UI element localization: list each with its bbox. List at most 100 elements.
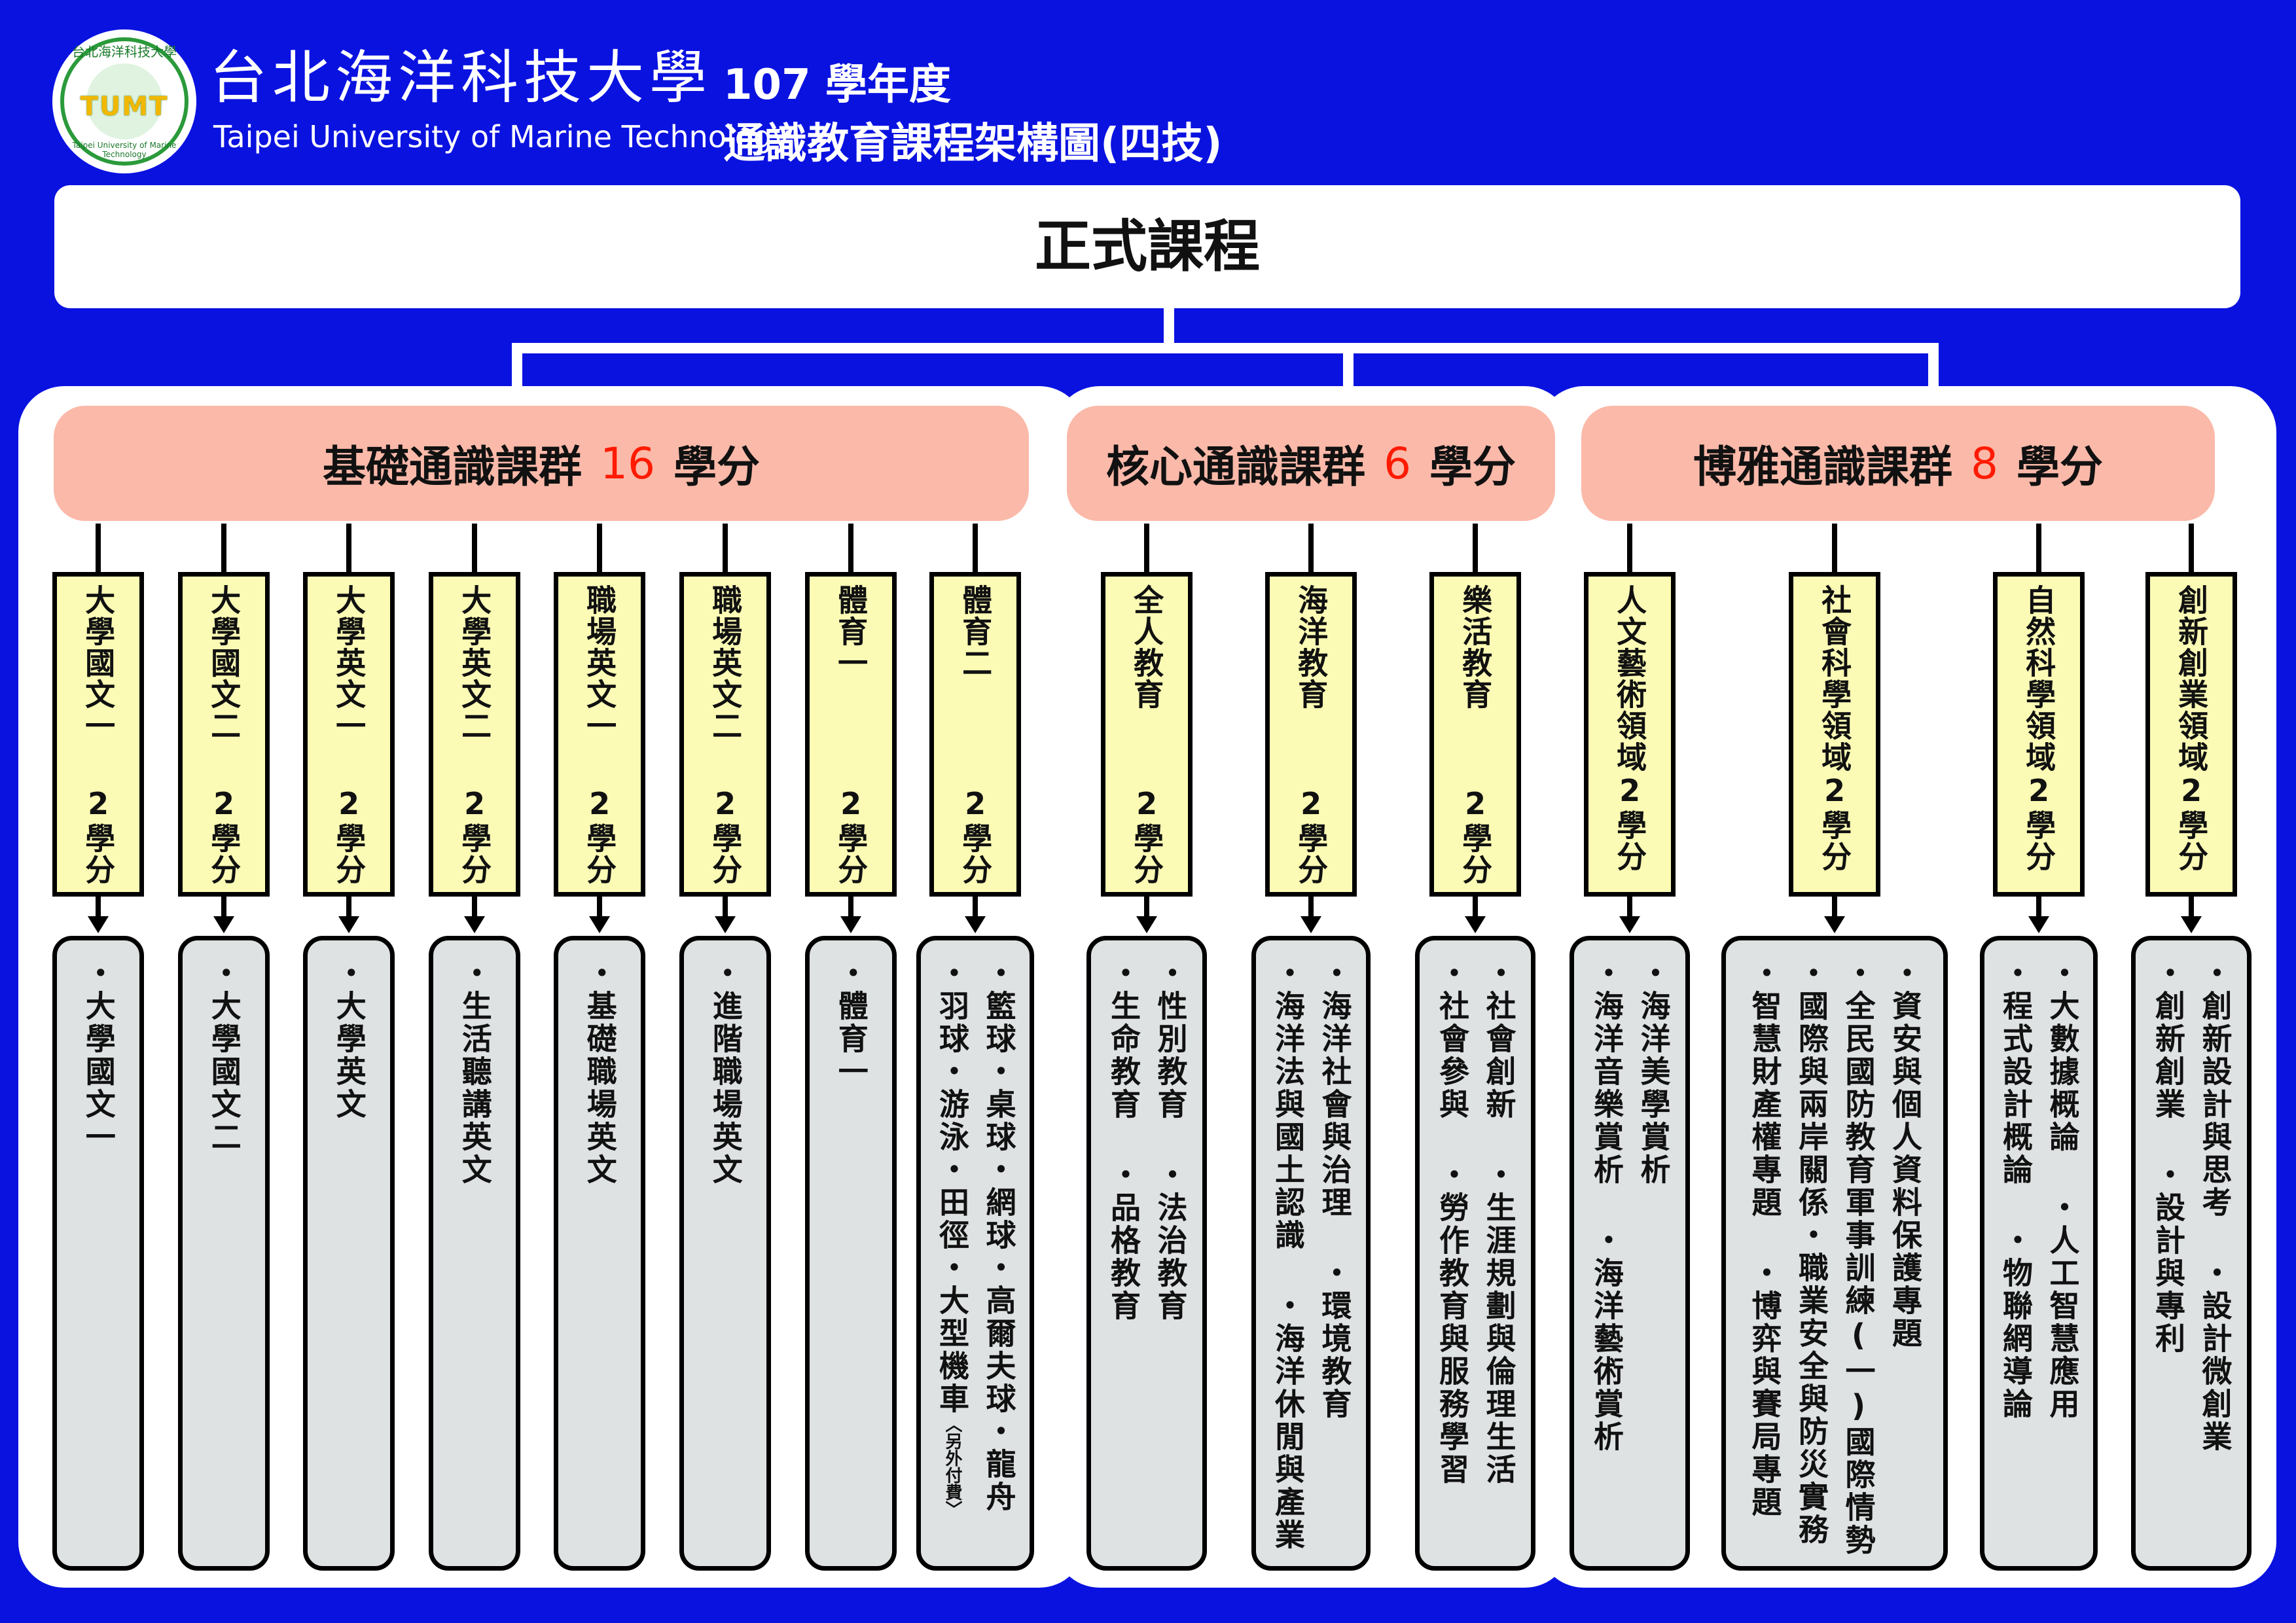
- course-list-box: ・大學英文: [303, 936, 395, 1571]
- connector-line: [2036, 897, 2041, 919]
- chart-title: 通識教育課程架構圖(四技): [723, 120, 1223, 168]
- arrow-down-icon: [589, 916, 610, 933]
- course-item: ・社會創新 ・生涯規劃與倫理生活: [1481, 957, 1517, 1486]
- arrow-down-icon: [1619, 916, 1640, 933]
- connector-line: [1832, 524, 1837, 572]
- arrow-down-icon: [715, 916, 736, 933]
- category-box: 大學國文一 2學分: [52, 572, 144, 897]
- course-item: ・大學國文一: [81, 957, 117, 1154]
- connector-line: [1308, 897, 1314, 919]
- course-item: ・籃球・桌球・網球・高爾夫球・龍舟: [981, 957, 1017, 1514]
- logo-ring-text: 台北海洋科技大學: [72, 44, 177, 60]
- connector-line: [2189, 897, 2194, 919]
- course-list-box: ・體育一: [805, 936, 897, 1571]
- connector-line: [96, 897, 101, 919]
- course-list-box: ・進階職場英文: [679, 936, 771, 1571]
- connector-line: [221, 524, 226, 572]
- category-label: 樂活教育: [1458, 584, 1494, 710]
- connector-line: [2036, 524, 2041, 572]
- course-item: ・羽球・游泳・田徑・大型機車〈另外付費〉: [935, 957, 970, 1518]
- course-note: 〈另外付費〉: [942, 1416, 962, 1518]
- university-name-cn: 台北海洋科技大學: [209, 44, 713, 111]
- group-name: 核心通識課群: [1106, 442, 1365, 492]
- connector-line: [1144, 524, 1149, 572]
- group-name: 基礎通識課群: [323, 442, 582, 492]
- connector-line: [1144, 897, 1149, 919]
- category-credit: 2學分: [81, 786, 117, 885]
- connector-line: [848, 524, 853, 572]
- connector-line: [1627, 524, 1632, 572]
- course-item: ・大學英文: [331, 957, 367, 1121]
- course-list-box: ・大學國文二: [178, 936, 270, 1571]
- connector-bar: [512, 343, 1939, 353]
- chart-title-year: 107 學年度: [723, 61, 951, 109]
- university-name-en: Taipei University of Marine Technology: [213, 119, 791, 154]
- connector-line: [973, 897, 978, 919]
- course-item: ・海洋美學賞析: [1636, 957, 1672, 1186]
- category-label: 海洋教育: [1293, 584, 1329, 710]
- course-item: ・海洋法與國土認識 ・海洋休閒與產業: [1270, 957, 1306, 1552]
- category-credit: 2學分: [1129, 786, 1165, 885]
- course-item: ・性別教育 ・法治教育: [1153, 957, 1189, 1323]
- connector-drop-1: [512, 343, 522, 395]
- course-list-box: ・性別教育 ・法治教育・生命教育 ・品格教育: [1086, 936, 1207, 1571]
- course-list-box: ・籃球・桌球・網球・高爾夫球・龍舟・羽球・游泳・田徑・大型機車〈另外付費〉: [916, 936, 1034, 1571]
- course-item: ・資安與個人資料保護專題: [1888, 957, 1923, 1350]
- category-label: 創新創業領域2學分: [2174, 584, 2210, 872]
- course-item: ・大數據概論 ・人工智慧應用: [2045, 957, 2081, 1421]
- course-list-box: ・社會創新 ・生涯規劃與倫理生活・社會參與 ・勞作教育與服務學習: [1415, 936, 1535, 1571]
- category-label: 體育一: [833, 584, 869, 679]
- course-item: ・海洋音樂賞析 ・海洋藝術賞析: [1589, 957, 1624, 1454]
- course-item: ・基礎職場英文: [582, 957, 618, 1186]
- connector-line: [1473, 897, 1478, 919]
- connector-line: [973, 524, 978, 572]
- category-label: 體育二: [958, 584, 994, 679]
- category-credit: 2學分: [331, 786, 367, 885]
- group-header-core: 核心通識課群 6 學分: [1067, 406, 1555, 521]
- category-box: 人文藝術領域2學分: [1584, 572, 1676, 897]
- connector-line: [472, 524, 477, 572]
- logo-ring-text-en: Taipei University of Marine Technology: [72, 141, 177, 159]
- course-item: ・創新創業 ・設計與專利: [2151, 957, 2186, 1355]
- course-list-box: ・創新設計與思考 ・設計微創業・創新創業 ・設計與專利: [2131, 936, 2251, 1571]
- course-item: ・生命教育 ・品格教育: [1106, 957, 1141, 1323]
- category-credit: 2學分: [833, 786, 869, 885]
- connector-line: [597, 524, 602, 572]
- arrow-down-icon: [840, 916, 861, 933]
- category-credit: 2學分: [958, 786, 994, 885]
- category-box: 體育一 2學分: [805, 572, 897, 897]
- connector-line: [346, 524, 351, 572]
- group-credits: 6: [1384, 438, 1411, 489]
- category-box: 體育二 2學分: [929, 572, 1021, 897]
- course-item: ・國際與兩岸關係・職業安全與防災實務: [1794, 957, 1829, 1546]
- category-label: 人文藝術領域2學分: [1612, 584, 1648, 872]
- course-list-box: ・資安與個人資料保護專題・全民國防教育軍事訓練(一)國際情勢・國際與兩岸關係・職…: [1721, 936, 1948, 1571]
- connector-line: [1473, 524, 1478, 572]
- connector-drop-3: [1928, 343, 1939, 395]
- category-credit: 2學分: [1293, 786, 1329, 885]
- connector-stem: [1164, 308, 1174, 348]
- course-list-box: ・海洋美學賞析・海洋音樂賞析 ・海洋藝術賞析: [1570, 936, 1690, 1571]
- connector-line: [723, 524, 728, 572]
- arrow-down-icon: [2028, 916, 2049, 933]
- category-label: 自然科學領域2學分: [2021, 584, 2057, 872]
- connector-line: [848, 897, 853, 919]
- connector-line: [221, 897, 226, 919]
- category-box: 海洋教育 2學分: [1265, 572, 1357, 897]
- course-item: ・智慧財產權專題 ・博弈與賽局專題: [1747, 957, 1783, 1519]
- connector-line: [597, 897, 602, 919]
- course-list-box: ・海洋社會與治理 ・環境教育・海洋法與國土認識 ・海洋休閒與產業: [1251, 936, 1371, 1571]
- course-item: ・全民國防教育軍事訓練(一)國際情勢: [1840, 957, 1876, 1557]
- category-credit: 2學分: [582, 786, 618, 885]
- arrow-down-icon: [1824, 916, 1845, 933]
- arrow-down-icon: [1300, 916, 1321, 933]
- course-item: ・進階職場英文: [708, 957, 744, 1186]
- connector-line: [472, 897, 477, 919]
- category-label: 大學國文一: [81, 584, 117, 741]
- connector-line: [2189, 524, 2194, 572]
- group-unit: 學分: [2017, 442, 2103, 492]
